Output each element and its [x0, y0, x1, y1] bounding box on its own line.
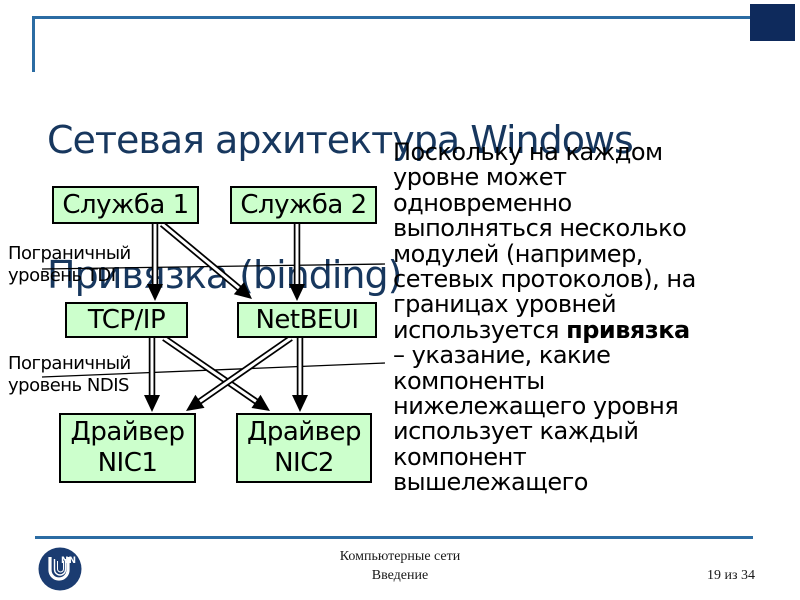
title-top-rule [32, 16, 753, 19]
arrowhead-netbeui-nic2 [292, 395, 308, 412]
arrowhead-netbeui-nic1 [186, 394, 205, 411]
logo-u-shape [48, 557, 70, 581]
body-bold-word: привязка [566, 315, 690, 344]
body-text-after: – указание, какие компоненты нижележащег… [393, 341, 679, 497]
diagram-node-service2: Служба 2 [230, 186, 377, 224]
diagram-node-netbeui: NetBEUI [237, 302, 377, 338]
diagram-node-tcpip: TCP/IP [65, 302, 188, 338]
slide-title-line-1: Сетевая архитектура Windows [47, 118, 634, 162]
logo-swirl-2 [57, 561, 64, 573]
unn-logo: NN [38, 547, 82, 591]
footer-section: Введение [371, 568, 429, 583]
title-side-rule [32, 16, 35, 72]
diagram-node-nic1: Драйвер NIC1 [59, 413, 196, 483]
corner-accent-block [750, 4, 795, 41]
footer-course: Компьютерные сети [339, 549, 461, 564]
boundary-label-ndis: Пограничный уровень NDIS [8, 353, 131, 396]
boundary-label-tdi: Пограничный уровень TDI [8, 243, 131, 286]
arrowhead-tcpip-nic1 [144, 395, 160, 412]
logo-swirl-1 [53, 559, 67, 576]
body-text-before: Поскольку на каждом уровне может одновре… [393, 138, 696, 344]
body-paragraph: Поскольку на каждом уровне может одновре… [393, 138, 795, 497]
diagram-node-service1: Служба 1 [52, 186, 199, 224]
footer-page-number: 19 из 34 [706, 568, 755, 583]
diagram-node-nic2: Драйвер NIC2 [236, 413, 372, 483]
arrowhead-tcpip-nic2 [251, 394, 270, 411]
footer-rule [35, 536, 753, 539]
logo-nn-text: NN [61, 556, 76, 566]
